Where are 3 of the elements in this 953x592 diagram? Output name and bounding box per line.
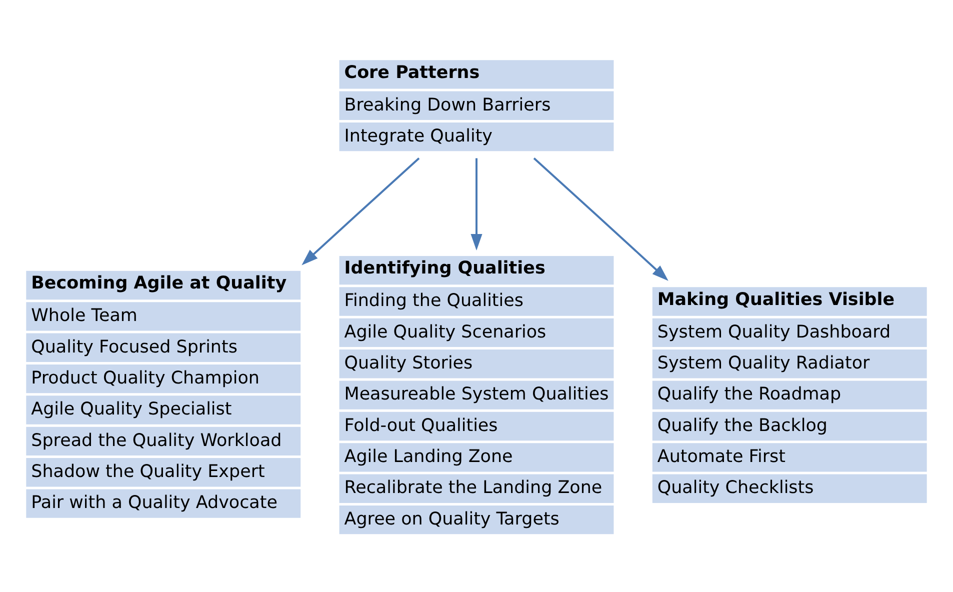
arrow	[533, 157, 668, 280]
arrow	[302, 157, 420, 265]
arrow	[470, 158, 482, 250]
